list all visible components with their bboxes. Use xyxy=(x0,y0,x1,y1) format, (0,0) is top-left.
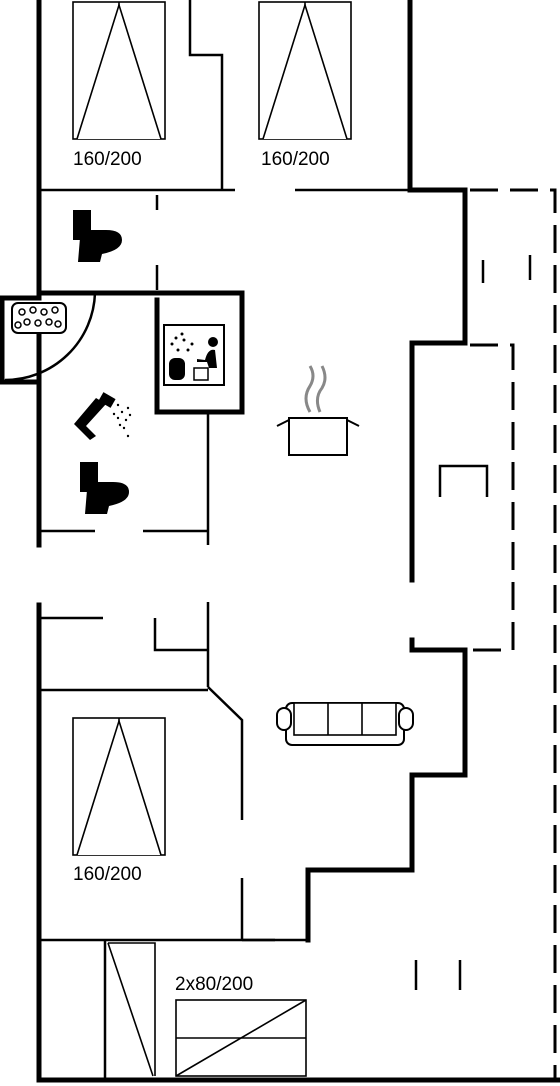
toilet-bathroom-icon xyxy=(80,462,129,514)
interior-walls xyxy=(36,0,410,1078)
hot-tub-icon xyxy=(11,302,67,334)
toilet-top-icon xyxy=(73,210,122,262)
kitchen-pot-icon xyxy=(276,365,360,456)
bed-top-left-label: 160/200 xyxy=(73,149,142,170)
bunk-beds: 2x80/200 xyxy=(107,942,307,1077)
sauna-icon xyxy=(163,324,225,386)
sofa-icon xyxy=(276,702,414,746)
bed-top-left: 160/200 xyxy=(72,1,166,170)
shower-icon xyxy=(74,392,132,440)
terrace-outline xyxy=(414,188,557,1080)
bed-top-right: 160/200 xyxy=(258,1,352,170)
bed-bottom-left: 160/200 xyxy=(72,717,166,885)
bunk-beds-label: 2x80/200 xyxy=(175,974,253,995)
bed-bottom-left-label: 160/200 xyxy=(73,864,142,885)
door-swing-arc xyxy=(4,292,97,382)
bed-top-right-label: 160/200 xyxy=(261,149,330,170)
